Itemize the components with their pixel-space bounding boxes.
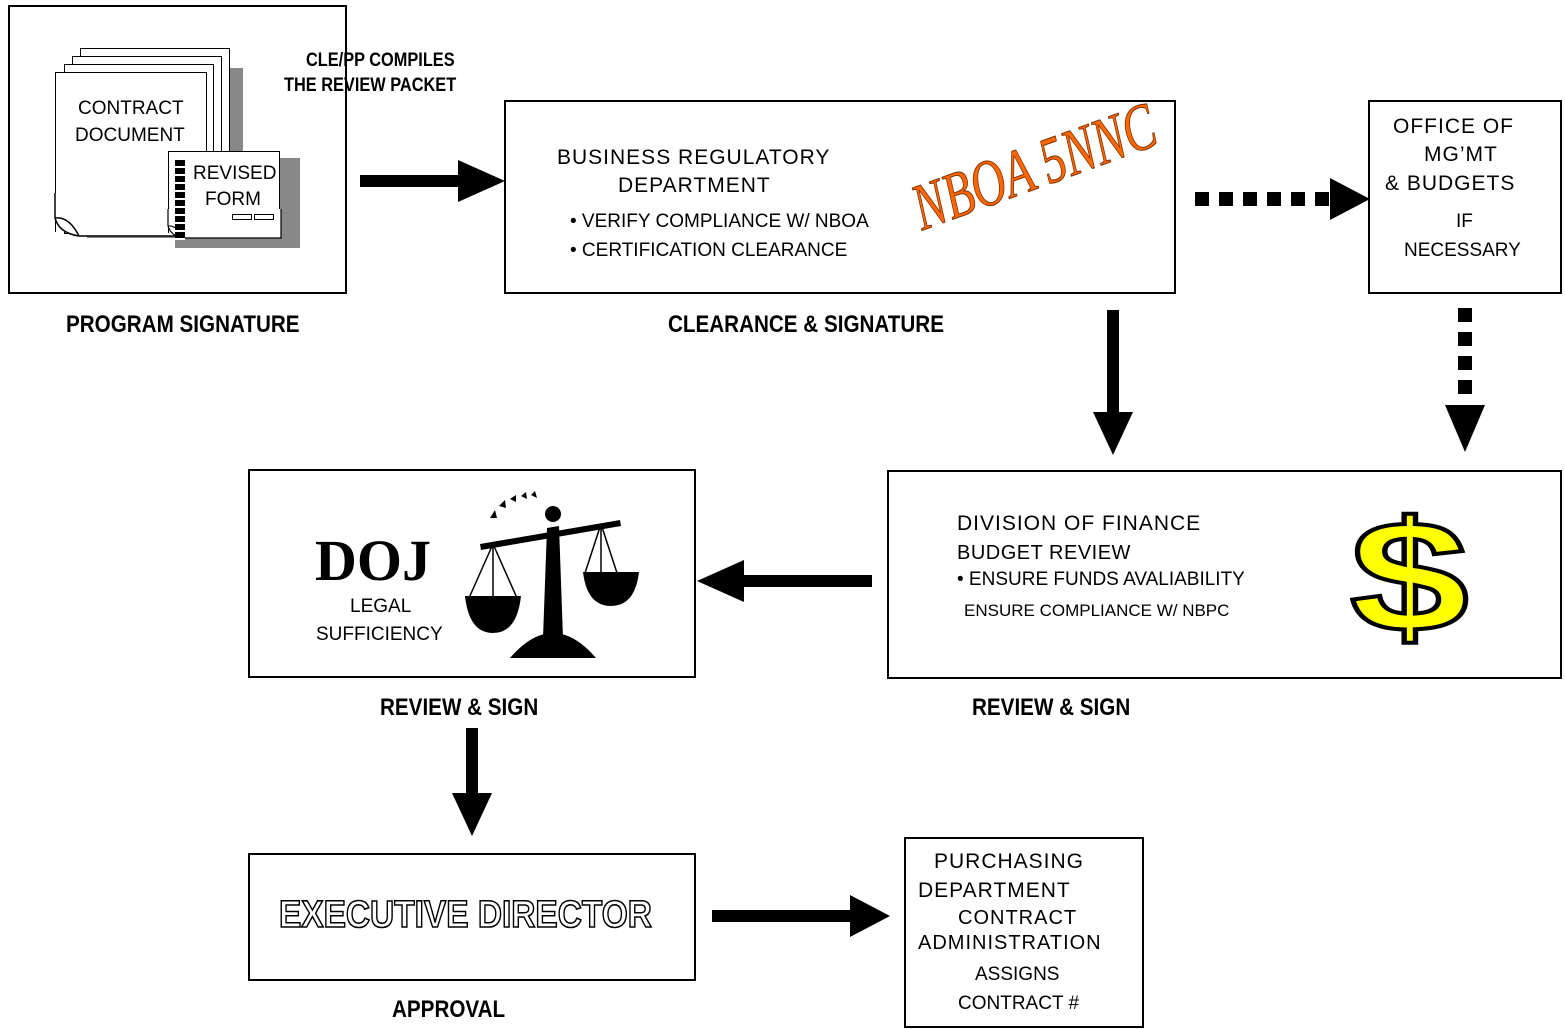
omb-line1: OFFICE OF bbox=[1393, 115, 1514, 138]
arrow-program-to-business bbox=[360, 160, 505, 202]
arrow-business-to-omb-dotted bbox=[1195, 178, 1370, 220]
doj-title: DOJ bbox=[315, 528, 431, 593]
omb-box bbox=[1368, 100, 1562, 294]
finance-bullet-1: • ENSURE FUNDS AVALIABILITY bbox=[957, 569, 1245, 590]
omb-line4: IF bbox=[1456, 211, 1473, 232]
compile-note-line1: CLE/PP COMPILES bbox=[306, 50, 455, 71]
arrow-business-to-finance bbox=[1093, 310, 1133, 455]
clearance-signature-caption: CLEARANCE & SIGNATURE bbox=[668, 311, 944, 338]
revised-form-line2: FORM bbox=[205, 189, 261, 210]
business-bullet-2: • CERTIFICATION CLEARANCE bbox=[570, 240, 848, 261]
program-signature-caption: PROGRAM SIGNATURE bbox=[66, 311, 300, 338]
arrow-finance-to-doj bbox=[697, 560, 872, 602]
contract-document-line1: CONTRACT bbox=[78, 98, 184, 119]
scales-of-justice-icon bbox=[465, 491, 639, 658]
purchasing-line5: ASSIGNS bbox=[975, 964, 1060, 985]
dollar-sign-icon: $ bbox=[1347, 489, 1471, 665]
finance-review-caption: REVIEW & SIGN bbox=[972, 694, 1131, 721]
business-regulatory-box bbox=[504, 100, 1176, 294]
executive-director-title: EXECUTIVE DIRECTOR bbox=[278, 894, 652, 936]
business-title-line2: DEPARTMENT bbox=[618, 174, 771, 197]
revised-form-line1: REVISED bbox=[193, 163, 277, 184]
purchasing-line4: ADMINISTRATION bbox=[918, 932, 1102, 954]
omb-line3: & BUDGETS bbox=[1385, 172, 1516, 195]
arrow-doj-to-executive bbox=[452, 728, 492, 836]
finance-title: DIVISION OF FINANCE bbox=[957, 512, 1202, 535]
business-bullet-1: • VERIFY COMPLIANCE W/ NBOA bbox=[570, 211, 869, 232]
document-stack-icon bbox=[50, 48, 300, 248]
doj-line2: SUFFICIENCY bbox=[316, 624, 443, 645]
purchasing-line3: CONTRACT bbox=[958, 907, 1078, 929]
finance-bullet-2: ENSURE COMPLIANCE W/ NBPC bbox=[964, 601, 1230, 620]
compile-note-line2: THE REVIEW PACKET bbox=[284, 75, 457, 96]
arrow-omb-to-finance-dotted bbox=[1445, 308, 1485, 452]
doj-review-caption: REVIEW & SIGN bbox=[380, 694, 539, 721]
omb-line2: MG’MT bbox=[1424, 143, 1498, 166]
purchasing-line2: DEPARTMENT bbox=[918, 879, 1071, 902]
purchasing-box bbox=[904, 837, 1144, 1028]
executive-director-box bbox=[248, 853, 696, 981]
doj-line1: LEGAL bbox=[350, 596, 412, 617]
omb-line5: NECESSARY bbox=[1404, 240, 1521, 261]
purchasing-line6: CONTRACT # bbox=[958, 993, 1080, 1014]
contract-document-line2: DOCUMENT bbox=[75, 125, 185, 146]
approval-caption: APPROVAL bbox=[392, 996, 506, 1023]
finance-subtitle: BUDGET REVIEW bbox=[957, 542, 1131, 564]
arrow-executive-to-purchasing bbox=[712, 895, 890, 937]
purchasing-line1: PURCHASING bbox=[934, 850, 1085, 873]
finance-box bbox=[887, 470, 1562, 679]
business-title-line1: BUSINESS REGULATORY bbox=[557, 146, 831, 169]
